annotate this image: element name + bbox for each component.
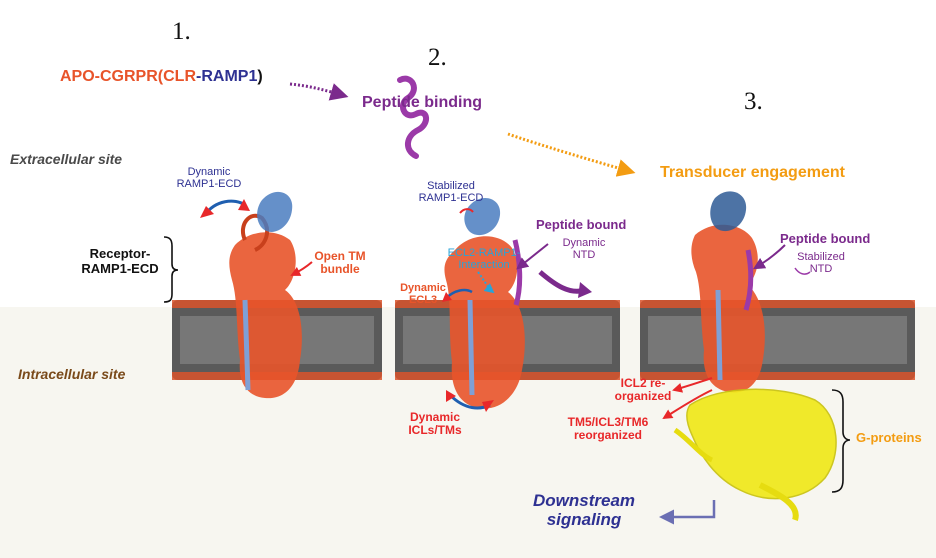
ecl2-line2: Interaction bbox=[458, 259, 510, 272]
dynamic-ramp1-line1: Dynamic bbox=[187, 166, 231, 178]
receptor-ecd-brace bbox=[163, 236, 179, 303]
icl2-line1: ICL2 re- bbox=[620, 376, 666, 390]
membrane-3 bbox=[640, 300, 915, 380]
receptor-1-structure bbox=[229, 191, 302, 399]
receptor-ecd-line2: RAMP1-ECD bbox=[81, 260, 159, 276]
dynamic-ntd-line2: NTD bbox=[572, 249, 596, 262]
peptide-binding-label: Peptide binding bbox=[362, 94, 482, 111]
ecl2-line1: ECL2-RAMP1- bbox=[447, 247, 521, 259]
tm5-line2: reorganized bbox=[573, 428, 642, 443]
ecl2-interaction-arrow bbox=[477, 271, 495, 294]
tm5-line1: TM5/ICL3/TM6 bbox=[567, 415, 649, 429]
icl2-line2: organized bbox=[614, 389, 672, 404]
dynamic-ecl3-line2: ECL3 bbox=[408, 294, 438, 307]
ramp1-label: RAMP1 bbox=[201, 68, 258, 85]
peptide-bound-2-arrow bbox=[516, 243, 549, 270]
peptide-bound-label-3: Peptide bound bbox=[780, 231, 871, 246]
icl2-arrow bbox=[672, 377, 713, 393]
g-protein-structure bbox=[673, 388, 837, 521]
tm5-arrow bbox=[662, 389, 713, 420]
intracellular-site-label: Intracellular site bbox=[18, 366, 126, 382]
stabilized-ramp1-arrow bbox=[459, 208, 474, 214]
g-proteins-brace bbox=[831, 389, 851, 493]
step-1-number: 1. bbox=[172, 18, 191, 45]
step-2-number: 2. bbox=[428, 44, 447, 71]
stabilized-ntd-line2: NTD bbox=[809, 263, 833, 276]
dynamic-icls-line2: ICLs/TMs bbox=[408, 423, 462, 438]
stabilized-ramp1-line2: RAMP1-ECD bbox=[418, 192, 484, 205]
downstream-line2: signaling bbox=[546, 510, 622, 530]
peptide-bound-label-2: Peptide bound bbox=[536, 217, 627, 232]
apo-prefix: APO-CGRPR( bbox=[60, 68, 164, 85]
receptor-3-structure bbox=[691, 191, 765, 393]
step-3-number: 3. bbox=[744, 88, 763, 115]
arrow-apo-to-binding bbox=[289, 82, 349, 101]
g-proteins-label: G-proteins bbox=[856, 430, 922, 445]
peptide-bound-3-arrow bbox=[752, 244, 786, 270]
apo-dash: - bbox=[196, 68, 202, 85]
dynamic-ecl3-line1: Dynamic bbox=[400, 282, 446, 294]
open-tm-line1: Open TM bbox=[314, 249, 366, 263]
downstream-line1: Downstream bbox=[532, 491, 636, 510]
stabilized-ramp1-line1: Stabilized bbox=[427, 180, 475, 192]
dynamic-ntd-arrow bbox=[538, 270, 586, 294]
apo-suffix: ) bbox=[257, 68, 263, 85]
apo-state-label: APO-CGRPR(CLR-RAMP1) bbox=[60, 68, 263, 86]
icl2-reorganized-label: ICL2 re-organized bbox=[606, 376, 680, 404]
dynamic-ramp1-line2: RAMP1-ECD bbox=[176, 178, 242, 191]
receptor-ramp1-ecd-label: Receptor-RAMP1-ECD bbox=[78, 246, 162, 276]
receptor-2-structure bbox=[444, 197, 525, 409]
receptor-ecd-line1: Receptor- bbox=[89, 246, 151, 261]
open-tm-line2: bundle bbox=[320, 262, 360, 277]
dynamic-icls-line1: Dynamic bbox=[409, 410, 461, 424]
transducer-engagement-label: Transducer engagement bbox=[660, 164, 845, 181]
open-tm-arrow bbox=[290, 261, 313, 276]
arrow-binding-to-transducer bbox=[507, 132, 636, 177]
ecl2-ramp1-interaction-label: ECL2-RAMP1-Interaction bbox=[442, 247, 526, 272]
free-peptide bbox=[397, 75, 429, 159]
stabilized-ntd-arrow bbox=[794, 267, 811, 275]
dynamic-ntd-line1: Dynamic bbox=[562, 237, 606, 249]
downstream-arrow bbox=[659, 500, 716, 525]
stabilized-ntd-line1: Stabilized bbox=[797, 251, 845, 263]
clr-label: CLR bbox=[163, 68, 196, 85]
extracellular-site-label: Extracellular site bbox=[10, 151, 123, 167]
